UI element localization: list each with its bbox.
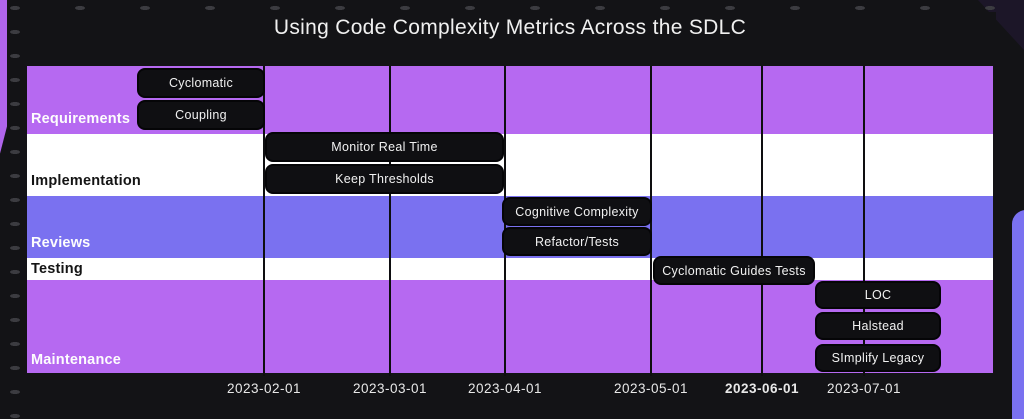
row-label-maintenance: Maintenance [31, 352, 122, 368]
task-bar-cyclomatic[interactable]: Cyclomatic [137, 68, 265, 98]
row-band-implementation [27, 134, 993, 196]
chart-title: Using Code Complexity Metrics Across the… [273, 16, 747, 39]
tick-label-2023-03-01: 2023-03-01 [352, 381, 428, 396]
task-bar-refactor-tests[interactable]: Refactor/Tests [502, 227, 652, 256]
row-label-testing: Testing [31, 261, 83, 277]
row-label-reviews: Reviews [31, 235, 91, 251]
task-bar-loc[interactable]: LOC [815, 281, 941, 309]
left-accent-strip [0, 0, 7, 154]
task-bar-cyclomatic-guides-tests[interactable]: Cyclomatic Guides Tests [653, 256, 815, 285]
row-band-testing [27, 258, 993, 280]
gridline-2023-02-01 [263, 66, 265, 376]
task-bar-monitor-real-time[interactable]: Monitor Real Time [265, 132, 504, 162]
tick-label-2023-02-01: 2023-02-01 [226, 381, 302, 396]
task-bar-simplify-legacy[interactable]: SImplify Legacy [815, 344, 941, 372]
bottom-right-accent [1012, 210, 1024, 419]
gridline-2023-07-01 [863, 66, 865, 376]
row-label-implementation: Implementation [31, 173, 141, 189]
tick-label-2023-04-01: 2023-04-01 [467, 381, 543, 396]
task-bar-coupling[interactable]: Coupling [137, 100, 265, 130]
tick-label-2023-05-01: 2023-05-01 [613, 381, 689, 396]
gridline-2023-06-01 [761, 66, 763, 376]
tick-label-2023-06-01: 2023-06-01 [724, 381, 800, 396]
task-bar-halstead[interactable]: Halstead [815, 312, 941, 340]
gridline-2023-03-01 [389, 66, 391, 376]
row-label-requirements: Requirements [31, 111, 131, 127]
task-bar-keep-thresholds[interactable]: Keep Thresholds [265, 164, 504, 194]
task-bar-cognitive-complexity[interactable]: Cognitive Complexity [502, 197, 652, 226]
tick-label-2023-07-01: 2023-07-01 [826, 381, 902, 396]
